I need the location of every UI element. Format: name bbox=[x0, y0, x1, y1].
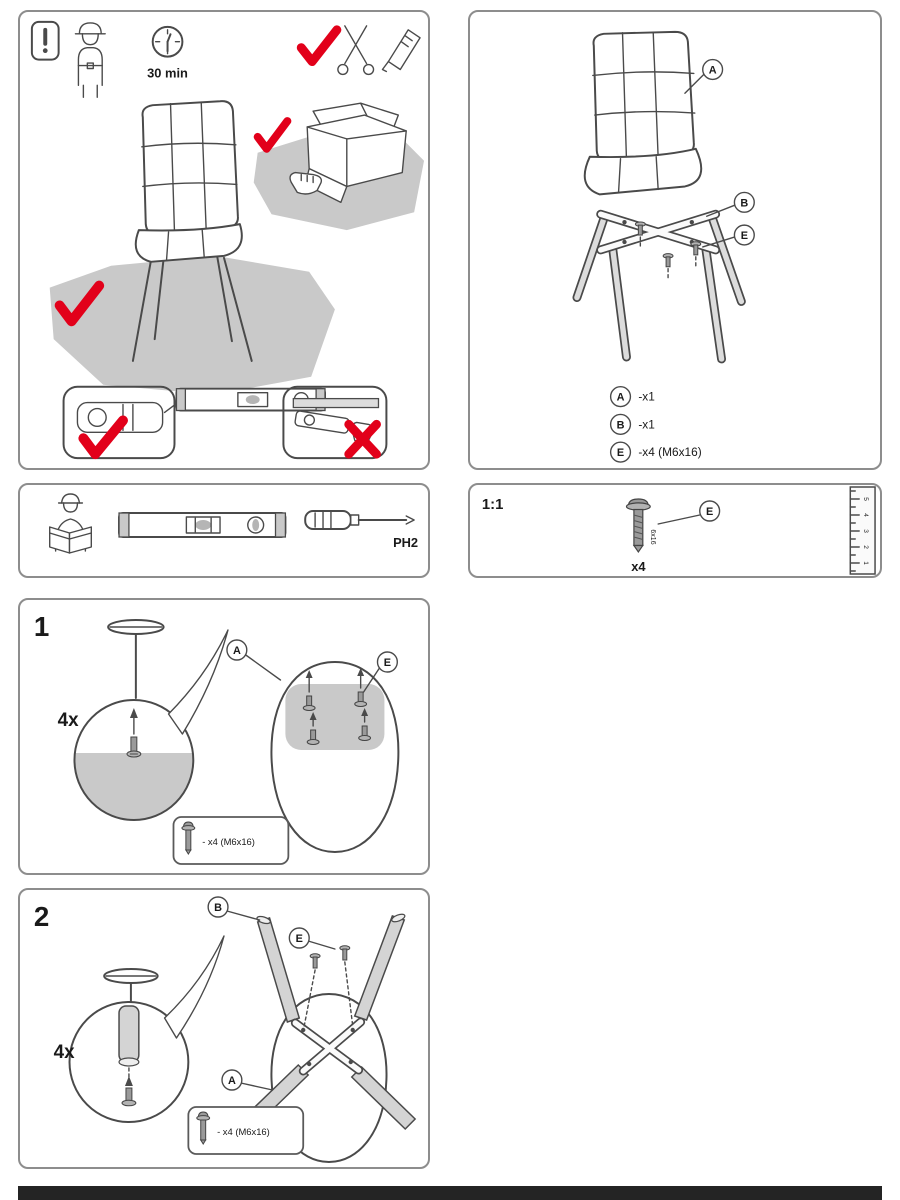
svg-text:5: 5 bbox=[862, 497, 869, 501]
step1-panel: 1 4x bbox=[18, 598, 430, 875]
screwdriver-size-label: PH2 bbox=[393, 535, 418, 550]
repeat-count-label: 4x bbox=[58, 710, 79, 731]
screw-icon bbox=[358, 708, 372, 741]
zoom-detail bbox=[72, 629, 229, 821]
utility-knife-icon bbox=[381, 29, 421, 73]
screw-icons bbox=[634, 221, 702, 281]
svg-text:A: A bbox=[233, 645, 241, 657]
preparation-panel: 30 min bbox=[18, 10, 430, 470]
part-label-b: B bbox=[705, 191, 755, 217]
screw-icon bbox=[196, 1111, 211, 1145]
step2-panel: 2 4x bbox=[18, 888, 430, 1169]
legend-row-a: A -x1 bbox=[609, 386, 655, 408]
zoom-detail bbox=[68, 935, 225, 1123]
svg-text:E: E bbox=[706, 506, 713, 518]
assembly-time-label: 30 min bbox=[147, 65, 188, 80]
part-label-a: A bbox=[684, 58, 724, 94]
parts-panel: A bbox=[468, 10, 882, 470]
scissors-icon bbox=[337, 25, 375, 76]
screw-dimension-label: 6x16 bbox=[649, 529, 656, 544]
parts-legend: A -x1 B -x1 E -x4 (M6x16) bbox=[609, 386, 702, 463]
svg-text:E: E bbox=[384, 657, 391, 669]
tools-panel: PH2 bbox=[18, 483, 430, 578]
carpet bbox=[49, 255, 335, 395]
scale-ratio-label: 1:1 bbox=[482, 496, 503, 513]
screwdriver-icon bbox=[304, 510, 415, 530]
svg-text:B: B bbox=[617, 419, 625, 431]
part-label-e: E bbox=[362, 651, 398, 693]
leg-frame-illustration bbox=[572, 209, 746, 364]
checkmark-icon bbox=[78, 415, 128, 460]
svg-text:A: A bbox=[709, 64, 717, 76]
screw-zoom-icon bbox=[121, 1087, 137, 1107]
svg-text:B: B bbox=[740, 197, 748, 209]
seat-underside-illustration bbox=[270, 661, 400, 853]
seat-part-illustration bbox=[583, 30, 703, 196]
warning-icon bbox=[30, 20, 60, 61]
screw-icon bbox=[302, 670, 316, 711]
legend-row-b: B -x1 bbox=[609, 413, 655, 435]
svg-text:-x1: -x1 bbox=[638, 390, 655, 404]
svg-text:B: B bbox=[214, 902, 222, 914]
part-label-a: A bbox=[221, 1069, 274, 1091]
part-label-e: E bbox=[288, 927, 336, 950]
repeat-count-label: 4x bbox=[54, 1042, 75, 1063]
svg-text:3: 3 bbox=[862, 529, 869, 533]
checkmark-icon bbox=[54, 280, 105, 327]
screw-icons bbox=[303, 945, 354, 1027]
worker-person-icon bbox=[74, 22, 106, 98]
part-label-a: A bbox=[226, 639, 282, 681]
cross-icon bbox=[344, 419, 381, 459]
checkmark-icon bbox=[296, 25, 342, 67]
scale-panel: 1:1 6x16 E x4 bbox=[468, 483, 882, 578]
part-label-e: E bbox=[702, 224, 755, 248]
svg-text:A: A bbox=[617, 392, 625, 404]
svg-text:- x4 (M6x16): - x4 (M6x16) bbox=[202, 837, 255, 848]
screwdriver-top-icon bbox=[107, 619, 165, 699]
legend-row-e: E -x4 (M6x16) bbox=[609, 441, 702, 463]
reading-person-icon bbox=[49, 493, 92, 554]
screw-zoom-icon bbox=[126, 736, 142, 758]
hand-icon bbox=[289, 171, 323, 195]
screw-icon bbox=[306, 712, 320, 745]
page-bottom-edge bbox=[18, 1186, 882, 1200]
spirit-level-icon bbox=[118, 512, 287, 538]
svg-text:- x4 (M6x16): - x4 (M6x16) bbox=[217, 1127, 270, 1138]
svg-text:E: E bbox=[741, 230, 748, 242]
step-number: 2 bbox=[34, 901, 49, 932]
screw-actual-size bbox=[625, 498, 651, 554]
part-label-e: E bbox=[657, 500, 721, 525]
screwdriver-top-icon bbox=[103, 968, 159, 1005]
chair-illustration bbox=[131, 100, 253, 362]
clock-icon bbox=[151, 25, 184, 58]
step-number: 1 bbox=[34, 611, 49, 642]
hardware-note: - x4 (M6x16) bbox=[187, 1106, 305, 1155]
svg-text:-x4 (M6x16): -x4 (M6x16) bbox=[638, 445, 701, 459]
screw-icon bbox=[354, 668, 368, 707]
svg-text:4: 4 bbox=[862, 513, 869, 517]
hardware-note: - x4 (M6x16) bbox=[172, 816, 290, 865]
part-label-b: B bbox=[207, 896, 261, 921]
svg-text:A: A bbox=[228, 1075, 236, 1087]
screw-icon bbox=[181, 821, 196, 855]
checkmark-icon bbox=[253, 117, 292, 153]
ruler: 5 4 3 2 1 bbox=[849, 486, 876, 575]
svg-text:E: E bbox=[617, 447, 624, 459]
svg-text:-x1: -x1 bbox=[638, 417, 655, 431]
screw-quantity-label: x4 bbox=[631, 559, 646, 574]
svg-text:E: E bbox=[296, 933, 303, 945]
svg-text:2: 2 bbox=[862, 545, 869, 549]
svg-text:1: 1 bbox=[862, 561, 869, 565]
